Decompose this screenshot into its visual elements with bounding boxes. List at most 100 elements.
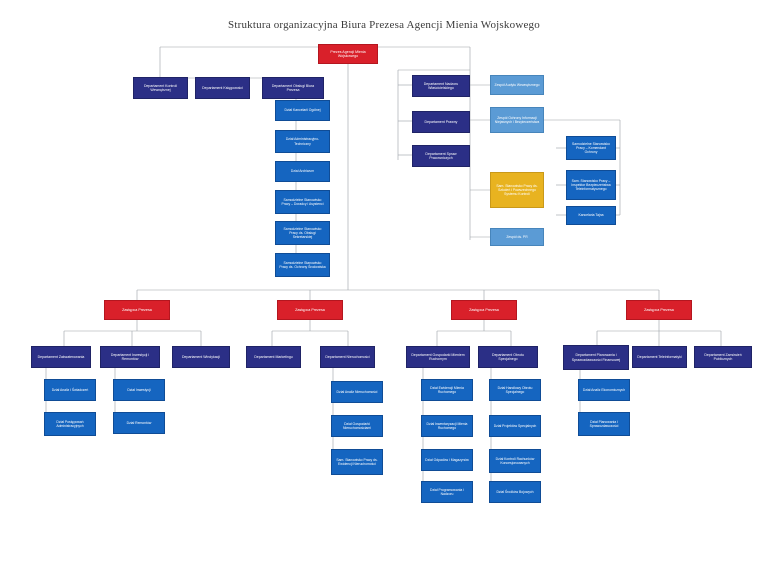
node-zastepca-prezesa-4[interactable]: Zastępca Prezesa (626, 300, 692, 320)
node-ssp-doradcy-i-asystenci[interactable]: Samodzielne Stanowisko Pracy – Doradcy i… (275, 190, 330, 214)
page-title: Struktura organizacyjna Biura Prezesa Ag… (228, 19, 540, 31)
node-departament-zamowien-publicznych[interactable]: Departament Zamówień Publicznych (694, 346, 752, 368)
node-prezes[interactable]: Prezes Agencji Mienia Wojskowego (318, 44, 378, 64)
node-departament-kontroli-wewnetrznej[interactable]: Departament Kontroli Wewnętrznej (133, 77, 188, 99)
node-ssp-szkolen-i-systemu-kontroli[interactable]: Sam. Stanowisko Pracy ds. Szkoleń i Pows… (490, 172, 544, 208)
node-label: Kancelaria Tajna (578, 213, 604, 218)
node-label: Dział Inwestycji (127, 387, 151, 392)
node-label: Samodzielne Stanowisko Pracy ds. Ochrony… (279, 260, 326, 269)
node-departament-marketingu[interactable]: Departament Marketingu (246, 346, 301, 368)
node-dzial-remontow[interactable]: Dział Remontów (113, 412, 165, 434)
node-dzial-analiz-i-swiadczen[interactable]: Dział Analiz i Świadczeń (44, 379, 96, 401)
node-label: Zastępca Prezesa (644, 307, 674, 312)
node-dzial-kancelarii-ogolnej[interactable]: Dział Kancelarii Ogólnej (275, 100, 330, 121)
node-label: Sam. Stanowisko Pracy ds. Ewidencji Nier… (336, 457, 378, 466)
node-dzial-analiz-ekonomicznych[interactable]: Dział Analiz Ekonomicznych (578, 379, 630, 401)
node-dzial-handlowy-obrotu-specjalnego[interactable]: Dział Handlowy Obrotu Specjalnego (489, 379, 541, 401)
node-label: Departament Obrotu Specjalnego (492, 352, 524, 361)
node-ssp-ewidencji-nieruchomosci[interactable]: Sam. Stanowisko Pracy ds. Ewidencji Nier… (331, 449, 383, 475)
node-departament-zakwaterowania[interactable]: Departament Zakwaterowania (31, 346, 91, 368)
node-label: Zastępca Prezesa (469, 307, 499, 312)
node-departament-obslugi-biura-prezesa[interactable]: Departament Obsługi Biura Prezesa (262, 77, 324, 99)
node-label: Zastępca Prezesa (122, 307, 152, 312)
node-label: Samodzielne Stanowisko Pracy ds. Obsługi… (283, 226, 322, 239)
node-label: Departament Zamówień Publicznych (704, 352, 742, 361)
node-departament-nadzoru-wlascicielskiego[interactable]: Departament Nadzoru Właścicielskiego (412, 75, 470, 97)
node-departament-planowania-i-sprawozdawczosci-finansowej[interactable]: Departament Planowania i Sprawozdawczośc… (563, 345, 629, 370)
node-label: Zespół Ochrony Informacji Niejawnych i B… (494, 115, 540, 124)
node-dzial-analiz-nieruchomosci[interactable]: Dział Analiz Nieruchomości (331, 381, 383, 403)
node-label: Dział Archiwum (290, 169, 315, 174)
node-zespol-ochrony-informacji-niejawnych[interactable]: Zespół Ochrony Informacji Niejawnych i B… (490, 107, 544, 133)
node-departament-spraw-pracowniczych[interactable]: Departament Spraw Pracowniczych (412, 145, 470, 167)
node-label: Dział Postępowań Administracyjnych (56, 419, 84, 428)
node-departament-nieruchomosci[interactable]: Departament Nieruchomości (320, 346, 375, 368)
node-label: Dział Analiz i Świadczeń (51, 387, 89, 392)
node-label: Sam. Stanowisko Pracy – Inspektor Bezpie… (571, 178, 611, 191)
node-label: Dział Gospodarki Nieruchomościami (343, 421, 371, 430)
node-departament-teleinformatyki[interactable]: Departament Teleinformatyki (632, 346, 687, 368)
node-label: Dział Planowania i Sprawozdawczości (589, 419, 619, 428)
node-label: Zespół ds. PR (506, 234, 528, 239)
node-dzial-projektow-specjalnych[interactable]: Dział Projektów Specjalnych (489, 415, 541, 437)
node-zastepca-prezesa-1[interactable]: Zastępca Prezesa (104, 300, 170, 320)
node-label: Departament Teleinformatyki (637, 354, 682, 359)
node-label: Departament Planowania i Sprawozdawczośc… (571, 353, 621, 362)
node-label: Dział Projektów Specjalnych (493, 423, 537, 428)
node-label: Departament Nadzoru Właścicielskiego (423, 81, 459, 90)
node-label: Departament Spraw Pracowniczych (425, 151, 457, 160)
node-departament-inwestycji-i-remontow[interactable]: Departament Inwestycji i Remontów (100, 346, 160, 368)
node-label: Departament Księgowości (202, 85, 243, 90)
node-label: Dział Handlowy Obrotu Specjalnego (497, 385, 533, 394)
node-label: Samodzielne Stanowisko Pracy – Komendant… (572, 141, 610, 154)
node-label: Dział Programowania i Nadzoru (430, 487, 464, 496)
node-dzial-administracyjno-techniczny[interactable]: Dział Administracyjno-Techniczny (275, 130, 330, 153)
node-zastepca-prezesa-3[interactable]: Zastępca Prezesa (451, 300, 517, 320)
node-dzial-kontroli-rachunkow-koncesjonowanych[interactable]: Dział Kontroli Rachunków Koncesjonowanyc… (489, 449, 541, 473)
node-dzial-programowania-i-nadzoru[interactable]: Dział Programowania i Nadzoru (421, 481, 473, 503)
node-label: Departament Inwestycji i Remontów (110, 352, 150, 361)
node-dzial-ewidencji-mienia-ruchomego[interactable]: Dział Ewidencji Mienia Ruchomego (421, 379, 473, 401)
node-label: Dział Administracyjno-Techniczny (285, 137, 320, 146)
node-label: Departament Prawny (424, 119, 458, 124)
node-dzial-inwestycji[interactable]: Dział Inwestycji (113, 379, 165, 401)
node-label: Zespół Audytu Wewnętrznego (494, 82, 540, 87)
node-label: Prezes Agencji Mienia Wojskowego (330, 49, 366, 58)
node-label: Dział Remontów (126, 420, 152, 425)
node-departament-ksiegowosci[interactable]: Departament Księgowości (195, 77, 250, 99)
node-label: Dział Odpadów i Magazynów (425, 457, 469, 462)
node-dzial-srodkow-bojowych[interactable]: Dział Środków Bojowych (489, 481, 541, 503)
node-ssp-komendant-ochrony[interactable]: Samodzielne Stanowisko Pracy – Komendant… (566, 136, 616, 160)
node-kancelaria-tajna[interactable]: Kancelaria Tajna (566, 206, 616, 225)
node-departament-obrotu-specjalnego[interactable]: Departament Obrotu Specjalnego (478, 346, 538, 368)
node-ssp-obslugi-sekretarskiej[interactable]: Samodzielne Stanowisko Pracy ds. Obsługi… (275, 221, 330, 245)
node-dzial-gospodarki-nieruchomosciami[interactable]: Dział Gospodarki Nieruchomościami (331, 415, 383, 437)
node-zespol-audytu-wewnetrznego[interactable]: Zespół Audytu Wewnętrznego (490, 75, 544, 95)
node-label: Departament Zakwaterowania (37, 354, 85, 359)
node-dzial-archiwum[interactable]: Dział Archiwum (275, 161, 330, 182)
node-label: Samodzielne Stanowisko Pracy – Doradcy i… (281, 197, 324, 206)
node-label: Departament Gospodarki Mieniem Ruchomym (411, 352, 465, 361)
node-zastepca-prezesa-2[interactable]: Zastępca Prezesa (277, 300, 343, 320)
node-label: Dział Analiz Nieruchomości (336, 389, 378, 394)
node-label: Departament Kontroli Wewnętrznej (143, 83, 178, 92)
node-departament-prawny[interactable]: Departament Prawny (412, 111, 470, 133)
node-departament-windykacji[interactable]: Departament Windykacji (172, 346, 230, 368)
node-label: Dział Kontroli Rachunków Koncesjonowanyc… (495, 456, 535, 465)
node-label: Dział Środków Bojowych (496, 489, 534, 494)
node-dzial-postepowan-administracyjnych[interactable]: Dział Postępowań Administracyjnych (44, 412, 96, 436)
node-label: Dział Kancelarii Ogólnej (284, 108, 321, 113)
node-label: Dział Ewidencji Mienia Ruchomego (430, 385, 464, 394)
node-label: Departament Nieruchomości (325, 354, 370, 359)
node-dzial-inwentaryzacji-mienia-ruchomego[interactable]: Dział Inwentaryzacji Mienia Ruchomego (421, 415, 473, 437)
node-dzial-odpadow-i-magazynow[interactable]: Dział Odpadów i Magazynów (421, 449, 473, 471)
node-label: Departament Windykacji (182, 354, 220, 359)
node-ssp-inspektor-bezpieczenstwa-teleinformatycznego[interactable]: Sam. Stanowisko Pracy – Inspektor Bezpie… (566, 170, 616, 200)
node-label: Sam. Stanowisko Pracy ds. Szkoleń i Pows… (496, 183, 538, 196)
node-ssp-ochrony-srodowiska[interactable]: Samodzielne Stanowisko Pracy ds. Ochrony… (275, 253, 330, 277)
node-departament-gospodarki-mieniem-ruchomym[interactable]: Departament Gospodarki Mieniem Ruchomym (406, 346, 470, 368)
node-zespol-ds-pr[interactable]: Zespół ds. PR (490, 228, 544, 246)
node-dzial-planowania-i-sprawozdawczosci[interactable]: Dział Planowania i Sprawozdawczości (578, 412, 630, 436)
node-label: Dział Analiz Ekonomicznych (582, 387, 626, 392)
